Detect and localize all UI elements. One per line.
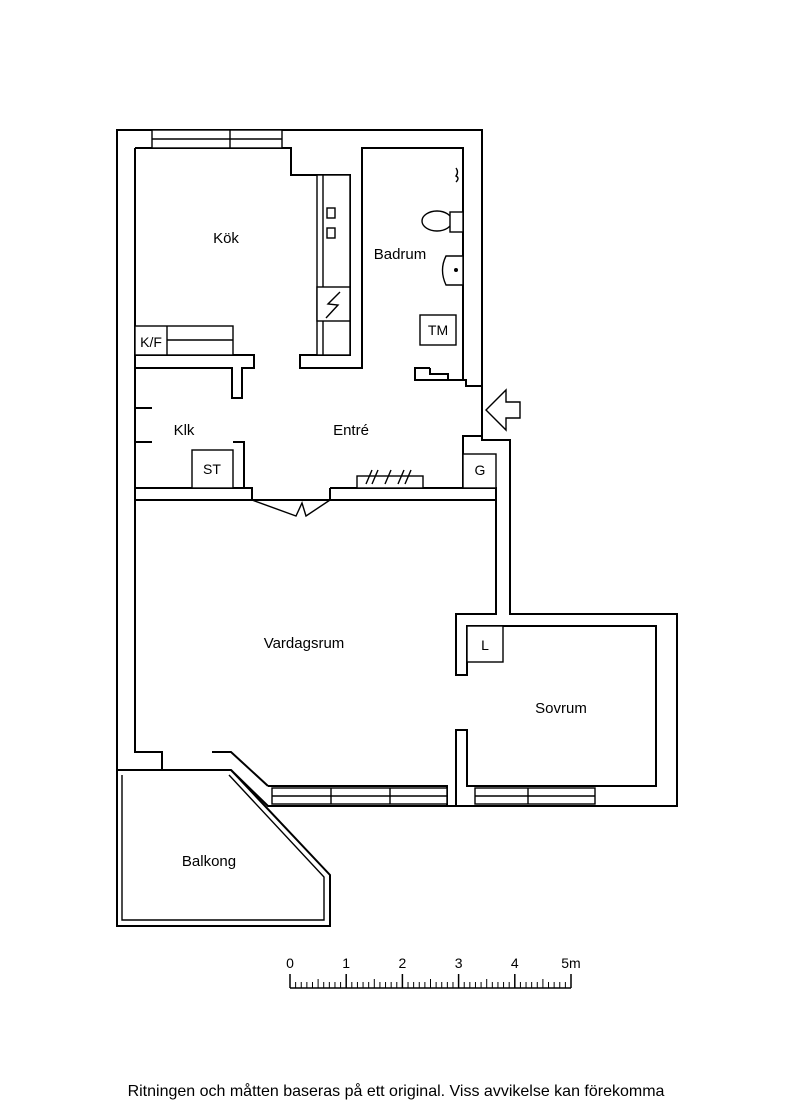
bathroom-fittings xyxy=(419,167,464,346)
sink-icon xyxy=(441,255,464,286)
kitchen-bottom-wall xyxy=(135,354,255,399)
fixture-label-g: G xyxy=(475,462,486,478)
room-label-sovrum: Sovrum xyxy=(535,700,587,717)
room-label-kok: Kök xyxy=(213,230,239,247)
stove-knob-1 xyxy=(326,207,336,219)
bathroom-step-wall xyxy=(429,368,482,387)
room-label-badrum: Badrum xyxy=(374,246,427,263)
disclaimer-text: Ritningen och måtten baseras på ett orig… xyxy=(127,1083,665,1100)
balcony-rail xyxy=(121,774,325,921)
scale-tick-label: 5m xyxy=(561,955,580,971)
scale-tick-label: 4 xyxy=(511,955,519,971)
fixture-label-kf: K/F xyxy=(140,334,162,350)
st-wall xyxy=(233,441,245,489)
kitchen-wall xyxy=(135,147,464,381)
lightning-bolt xyxy=(325,291,341,319)
toilet-icon xyxy=(421,210,453,232)
fixture-label-l: L xyxy=(481,637,489,653)
scale-bar: 0 1 2 3 4 5m xyxy=(286,955,581,989)
room-label-klk: Klk xyxy=(174,422,195,439)
washing-machine-box xyxy=(419,314,457,346)
scale-tick-label: 2 xyxy=(399,955,407,971)
double-door xyxy=(251,499,331,518)
fixture-label-st: ST xyxy=(203,461,221,477)
st-cabinet xyxy=(191,449,234,489)
coat-hangers xyxy=(365,469,412,485)
balcony-outline xyxy=(116,769,331,927)
entre-fittings xyxy=(191,388,521,518)
outer-wall-inner xyxy=(134,148,163,770)
kitchen-counter xyxy=(316,174,351,356)
walls xyxy=(116,129,678,807)
kitchen-fittings xyxy=(134,174,351,356)
windows xyxy=(151,129,596,805)
toilet-tank xyxy=(449,211,464,233)
scale-tick-label: 1 xyxy=(342,955,350,971)
balcony-wall xyxy=(212,751,269,787)
entrance-arrow-icon xyxy=(485,388,521,432)
outer-wall-outer xyxy=(116,129,678,807)
klk-left-wall xyxy=(135,407,152,443)
faucet-icon xyxy=(454,167,459,183)
room-label-entre: Entré xyxy=(333,422,369,439)
fixture-label-tm: TM xyxy=(428,322,448,338)
stove-knob-2 xyxy=(326,227,336,239)
l-cabinet xyxy=(466,625,504,663)
bedroom-wall xyxy=(455,625,657,806)
g-cabinet xyxy=(462,453,497,489)
scale-tick-label: 3 xyxy=(455,955,463,971)
livingroom-top-wall xyxy=(252,488,496,501)
sink-drain xyxy=(454,268,458,272)
room-label-balkong: Balkong xyxy=(182,853,236,870)
room-label-vardagsrum: Vardagsrum xyxy=(264,635,345,652)
scale-tick-label: 0 xyxy=(286,955,294,971)
